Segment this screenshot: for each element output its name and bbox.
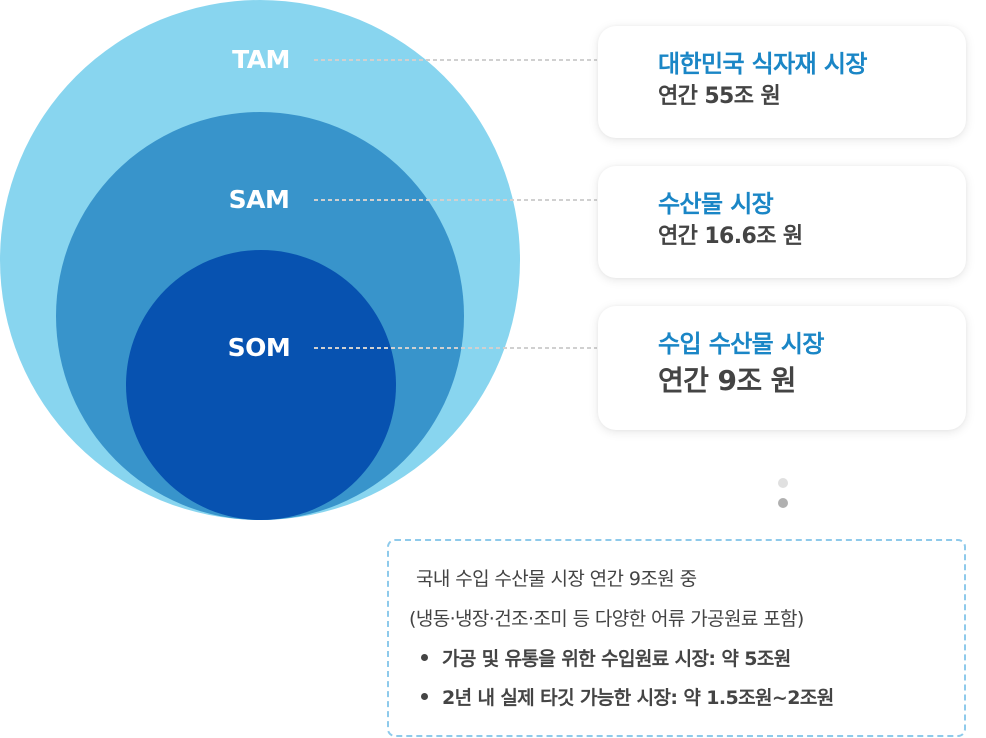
som-detail-note bbox=[387, 539, 966, 737]
som-label: SOM bbox=[227, 333, 291, 362]
note-line-2: (냉동·냉장·건조·조미 등 다양한 어류 가공원료 포함) bbox=[409, 608, 804, 630]
note-bullet-text: 가공 및 유통을 위한 수입원료 시장: 약 5조원 bbox=[442, 648, 791, 670]
som-card-title: 수입 수산물 시장 bbox=[658, 330, 824, 358]
sam-card-value: 연간 16.6조 원 bbox=[658, 224, 803, 249]
som-circle bbox=[126, 250, 396, 520]
note-bullet-item: 2년 내 실제 타깃 가능한 시장: 약 1.5조원~2조원 bbox=[421, 684, 834, 712]
note-bullet-item: 가공 및 유통을 위한 수입원료 시장: 약 5조원 bbox=[421, 645, 791, 673]
sam-card: 수산물 시장 연간 16.6조 원 bbox=[598, 166, 966, 278]
ellipsis-dot-icon bbox=[778, 478, 788, 488]
tam-label: TAM bbox=[232, 45, 290, 74]
note-line-1: 국내 수입 수산물 시장 연간 9조원 중 bbox=[416, 568, 697, 590]
sam-label: SAM bbox=[228, 185, 290, 214]
som-card: 수입 수산물 시장 연간 9조 원 bbox=[598, 306, 966, 430]
som-card-value: 연간 9조 원 bbox=[658, 364, 796, 397]
bullet-icon bbox=[421, 693, 428, 700]
tam-card-value: 연간 55조 원 bbox=[658, 84, 781, 109]
ellipsis-dot-icon bbox=[778, 498, 788, 508]
sam-card-title: 수산물 시장 bbox=[658, 190, 774, 218]
tam-card-title: 대한민국 식자재 시장 bbox=[658, 50, 867, 78]
tam-card: 대한민국 식자재 시장 연간 55조 원 bbox=[598, 26, 966, 138]
note-bullet-text: 2년 내 실제 타깃 가능한 시장: 약 1.5조원~2조원 bbox=[442, 687, 834, 709]
bullet-icon bbox=[421, 654, 428, 661]
